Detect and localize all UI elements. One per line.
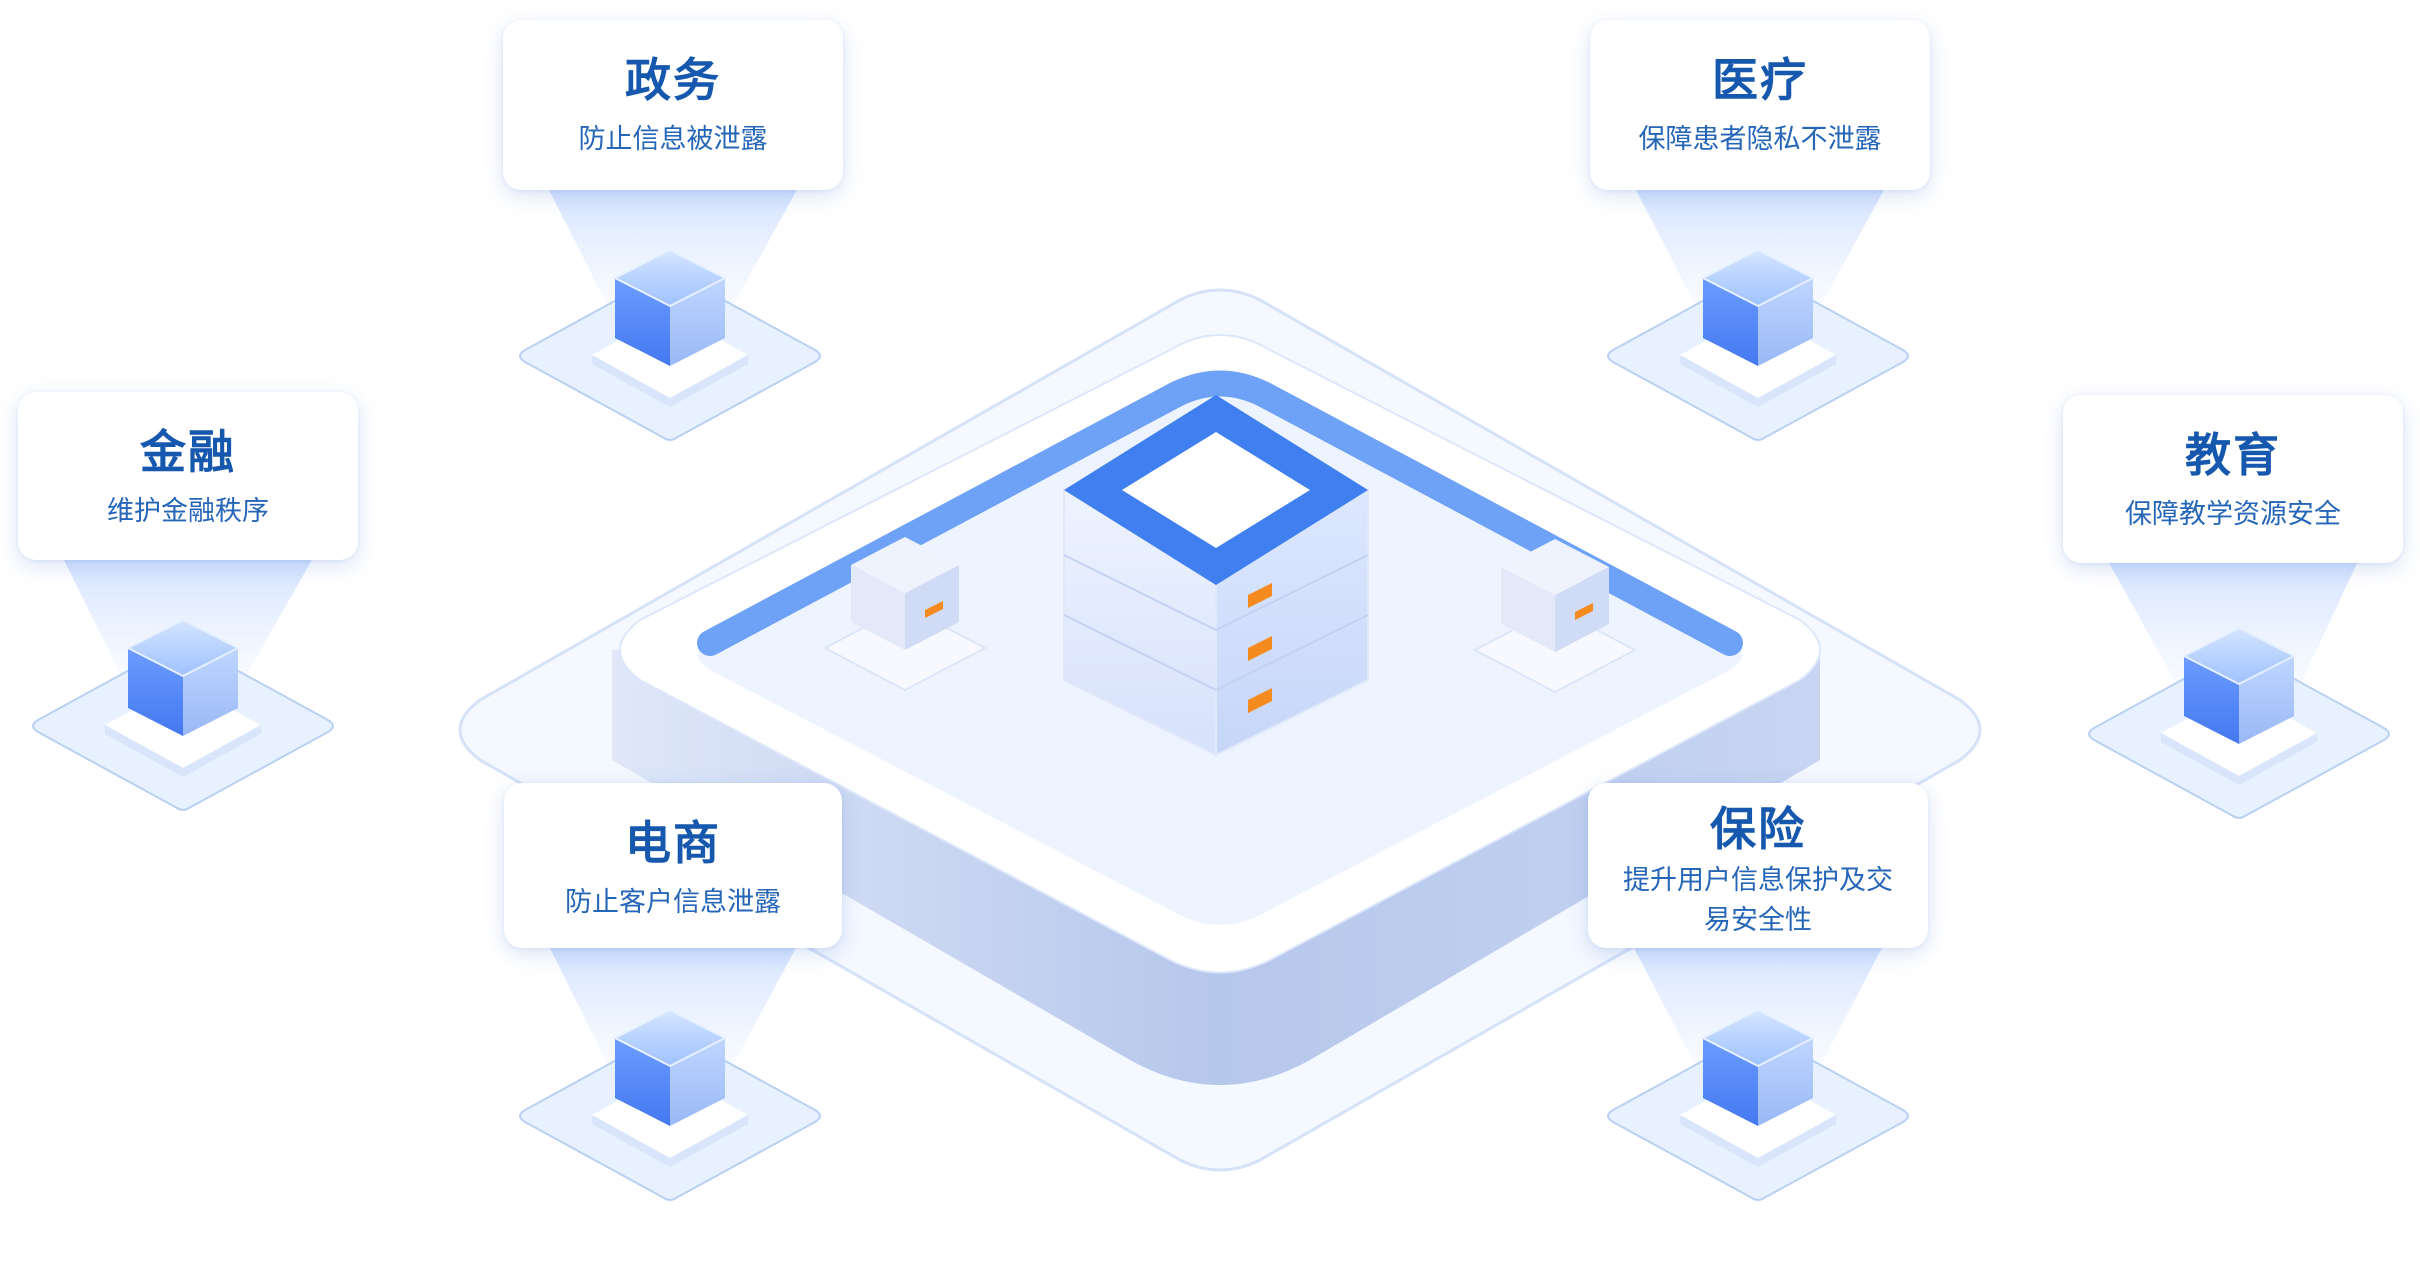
card-title: 政务	[625, 53, 721, 107]
light-beam	[2108, 561, 2358, 698]
node-medical-icon	[1607, 188, 1909, 441]
cube-top	[612, 248, 728, 308]
pad-side	[2161, 733, 2317, 785]
pad-side	[1680, 1115, 1836, 1167]
card-insurance: 保险提升用户信息保护及交易安全性	[1588, 783, 1928, 948]
node-education-icon	[2088, 561, 2390, 819]
cube-top	[2181, 626, 2297, 686]
card-title: 电商	[625, 816, 721, 870]
node-finance-icon	[32, 558, 334, 811]
card-title: 医疗	[1712, 53, 1808, 107]
card-education: 教育保障教学资源安全	[2063, 395, 2403, 563]
card-ecommerce: 电商防止客户信息泄露	[504, 783, 842, 948]
pad-side	[105, 725, 261, 777]
card-title: 保险	[1710, 802, 1806, 856]
card-description: 防止客户信息泄露	[565, 887, 781, 918]
card-title: 教育	[2185, 428, 2281, 482]
node-insurance-icon	[1607, 946, 1909, 1201]
cube-top	[1700, 248, 1816, 308]
card-description: 保障教学资源安全	[2125, 499, 2341, 530]
card-title: 金融	[140, 425, 236, 479]
central-server-icon	[1063, 395, 1369, 757]
pad-side	[592, 1115, 748, 1167]
node-ecommerce-icon	[519, 946, 821, 1201]
industry-nodes	[32, 188, 2390, 1201]
card-description: 保障患者隐私不泄露	[1638, 124, 1882, 155]
card-government: 政务防止信息被泄露	[503, 20, 843, 190]
right-small-block-icon	[1472, 539, 1638, 694]
platform-rail	[697, 370, 1743, 656]
cube-top	[612, 1008, 728, 1068]
cube-top	[1700, 1008, 1816, 1068]
card-finance: 金融维护金融秩序	[18, 392, 358, 560]
card-description: 维护金融秩序	[107, 496, 269, 527]
card-description: 提升用户信息保护及交易安全性	[1623, 865, 1893, 936]
cube-top	[125, 618, 241, 678]
left-small-block-icon	[822, 537, 988, 692]
pad-side	[592, 355, 748, 407]
node-government-icon	[519, 188, 821, 441]
card-description: 防止信息被泄露	[578, 124, 768, 155]
card-medical: 医疗保障患者隐私不泄露	[1590, 20, 1930, 190]
pad-side	[1680, 355, 1836, 407]
